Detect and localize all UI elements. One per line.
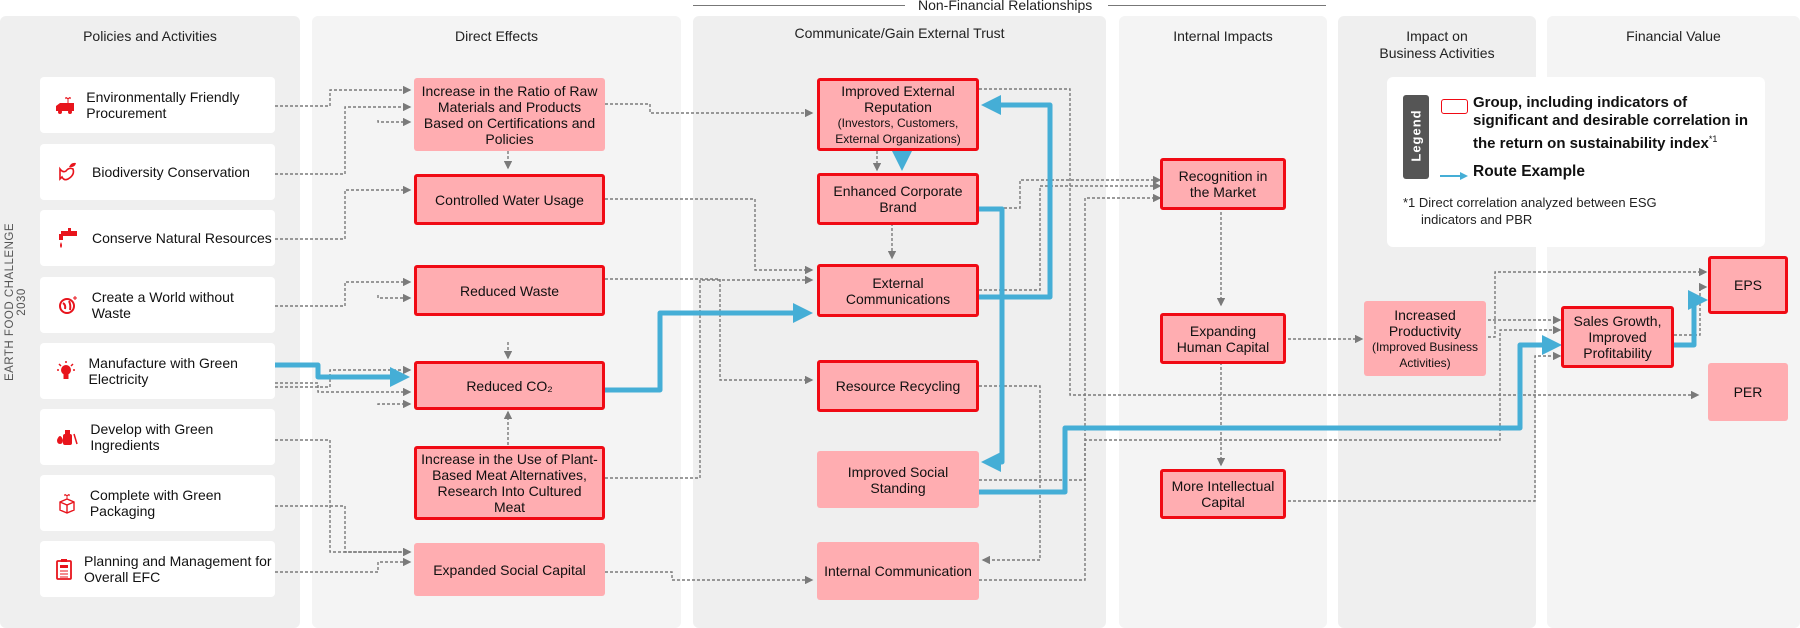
node-plant-based-meat[interactable]: Increase in the Use of Plant-Based Meat … [414, 446, 605, 520]
node-internal-communication[interactable]: Internal Communication [817, 542, 979, 600]
faucet-drop-icon [54, 226, 82, 250]
node-improved-external-reputation[interactable]: Improved External Reputation(Investors, … [817, 78, 979, 151]
node-recognition-in-market[interactable]: Recognition in the Market [1160, 158, 1286, 210]
node-label: Improved External Reputation [841, 82, 955, 115]
legend-footnote: *1 Direct correlation analyzed between E… [1403, 194, 1743, 228]
policy-label: Environmentally Friendly Procurement [86, 89, 240, 121]
column-title: Communicate/Gain External Trust [794, 25, 1005, 41]
policy-label: Planning and Management for Overall EFC [83, 553, 272, 585]
legend-tag: Legend [1403, 95, 1429, 179]
node-reduced-co2[interactable]: Reduced CO₂ [414, 361, 605, 410]
oil-bottle-icon [54, 426, 80, 448]
policy-label: Manufacture with Green Electricity [88, 355, 238, 387]
footnote-line: indicators and PBR [1421, 212, 1533, 227]
policy-card[interactable]: Planning and Management for Overall EFC [40, 541, 275, 597]
node-increased-productivity[interactable]: Increased Productivity(Improved Business… [1364, 301, 1486, 376]
node-label: Increase in the Ratio of Raw Materials a… [421, 82, 598, 147]
node-expanded-social-capital[interactable]: Expanded Social Capital [414, 543, 605, 596]
node-per[interactable]: PER [1708, 363, 1788, 421]
node-eps[interactable]: EPS [1708, 256, 1788, 314]
globe-sparkle-icon [54, 294, 82, 316]
policy-card[interactable]: Complete with Green Packaging [40, 475, 275, 531]
dove-leaf-icon [54, 161, 82, 183]
node-label: EPS [1733, 277, 1762, 293]
lightbulb-icon [54, 359, 79, 383]
policy-label: Complete with Green Packaging [89, 487, 222, 519]
node-label: Sales Growth, Improved Profitability [1573, 313, 1662, 361]
node-label: Increased Productivity [1388, 306, 1462, 339]
non-financial-relationships-label: Non-Financial Relationships [912, 0, 1099, 13]
column-title: Direct Effects [455, 28, 538, 44]
node-reduced-waste[interactable]: Reduced Waste [414, 265, 605, 316]
node-label: Enhanced Corporate Brand [833, 183, 963, 215]
policy-label: Create a World without Waste [91, 289, 234, 321]
policy-label: Develop with Green Ingredients [90, 421, 214, 453]
policy-label: Conserve Natural Resources [92, 230, 272, 246]
policy-card[interactable]: Environmentally Friendly Procurement [40, 77, 275, 133]
policy-card[interactable]: Conserve Natural Resources [40, 210, 275, 266]
column-title: Internal Impacts [1173, 28, 1273, 44]
node-label: Improved Social Standing [847, 463, 949, 496]
node-label: External Communications [845, 274, 951, 307]
node-label: PER [1733, 384, 1763, 400]
node-sublabel: (Investors, Customers, External Organiza… [835, 115, 961, 146]
column-title: Policies and Activities [83, 28, 217, 44]
node-label: Reduced CO₂ [466, 377, 553, 394]
column-title: Impact on Business Activities [1379, 28, 1495, 61]
box-sprout-icon [54, 491, 80, 515]
node-label: Resource Recycling [835, 378, 961, 394]
node-label: Controlled Water Usage [435, 191, 584, 208]
node-improved-social-standing[interactable]: Improved Social Standing [817, 451, 979, 508]
clipboard-plan-icon [54, 558, 74, 580]
node-expanding-human-capital[interactable]: Expanding Human Capital [1160, 313, 1286, 364]
legend-tag-label: Legend [1408, 109, 1424, 162]
node-sublabel: (Improved Business Activities) [1371, 339, 1479, 370]
node-certified-materials[interactable]: Increase in the Ratio of Raw Materials a… [414, 78, 605, 151]
node-label: Expanded Social Capital [433, 561, 586, 578]
node-enhanced-corporate-brand[interactable]: Enhanced Corporate Brand [817, 173, 979, 225]
group-divider-left [693, 5, 905, 6]
legend-footnote-marker: *1 [1708, 134, 1718, 144]
policy-card[interactable]: Biodiversity Conservation [40, 144, 275, 200]
earth-food-challenge-label: EARTH FOOD CHALLENGE 2030 [4, 222, 28, 382]
footnote-line: *1 Direct correlation analyzed between E… [1403, 195, 1657, 210]
group-divider-right [1108, 5, 1326, 6]
node-label: More Intellectual Capital [1171, 478, 1275, 510]
node-external-communications[interactable]: External Communications [817, 264, 979, 317]
node-label: Expanding Human Capital [1176, 322, 1270, 355]
truck-plant-icon [54, 94, 76, 116]
legend-panel: Legend Group, including indicators of si… [1387, 77, 1765, 247]
route-arrow-icon [1440, 172, 1468, 180]
policy-card[interactable]: Manufacture with Green Electricity [40, 343, 275, 399]
significant-group-swatch [1441, 99, 1468, 114]
node-label: Recognition in the Market [1178, 168, 1268, 200]
policy-card[interactable]: Develop with Green Ingredients [40, 409, 275, 465]
legend-group-label: Group, including indicators of significa… [1473, 94, 1749, 152]
node-sales-growth[interactable]: Sales Growth, Improved Profitability [1561, 306, 1674, 368]
node-controlled-water-usage[interactable]: Controlled Water Usage [414, 174, 605, 225]
node-resource-recycling[interactable]: Resource Recycling [817, 360, 979, 412]
legend-group-text: Group, including indicators of significa… [1473, 94, 1758, 153]
policy-label: Biodiversity Conservation [92, 164, 250, 180]
policy-card[interactable]: Create a World without Waste [40, 277, 275, 333]
node-label: Reduced Waste [459, 282, 560, 299]
node-more-intellectual-capital[interactable]: More Intellectual Capital [1160, 469, 1286, 519]
legend-route-text: Route Example [1473, 163, 1585, 180]
node-label: Increase in the Use of Plant-Based Meat … [421, 451, 598, 515]
node-label: Internal Communication [824, 563, 972, 579]
column-title: Financial Value [1626, 28, 1721, 44]
